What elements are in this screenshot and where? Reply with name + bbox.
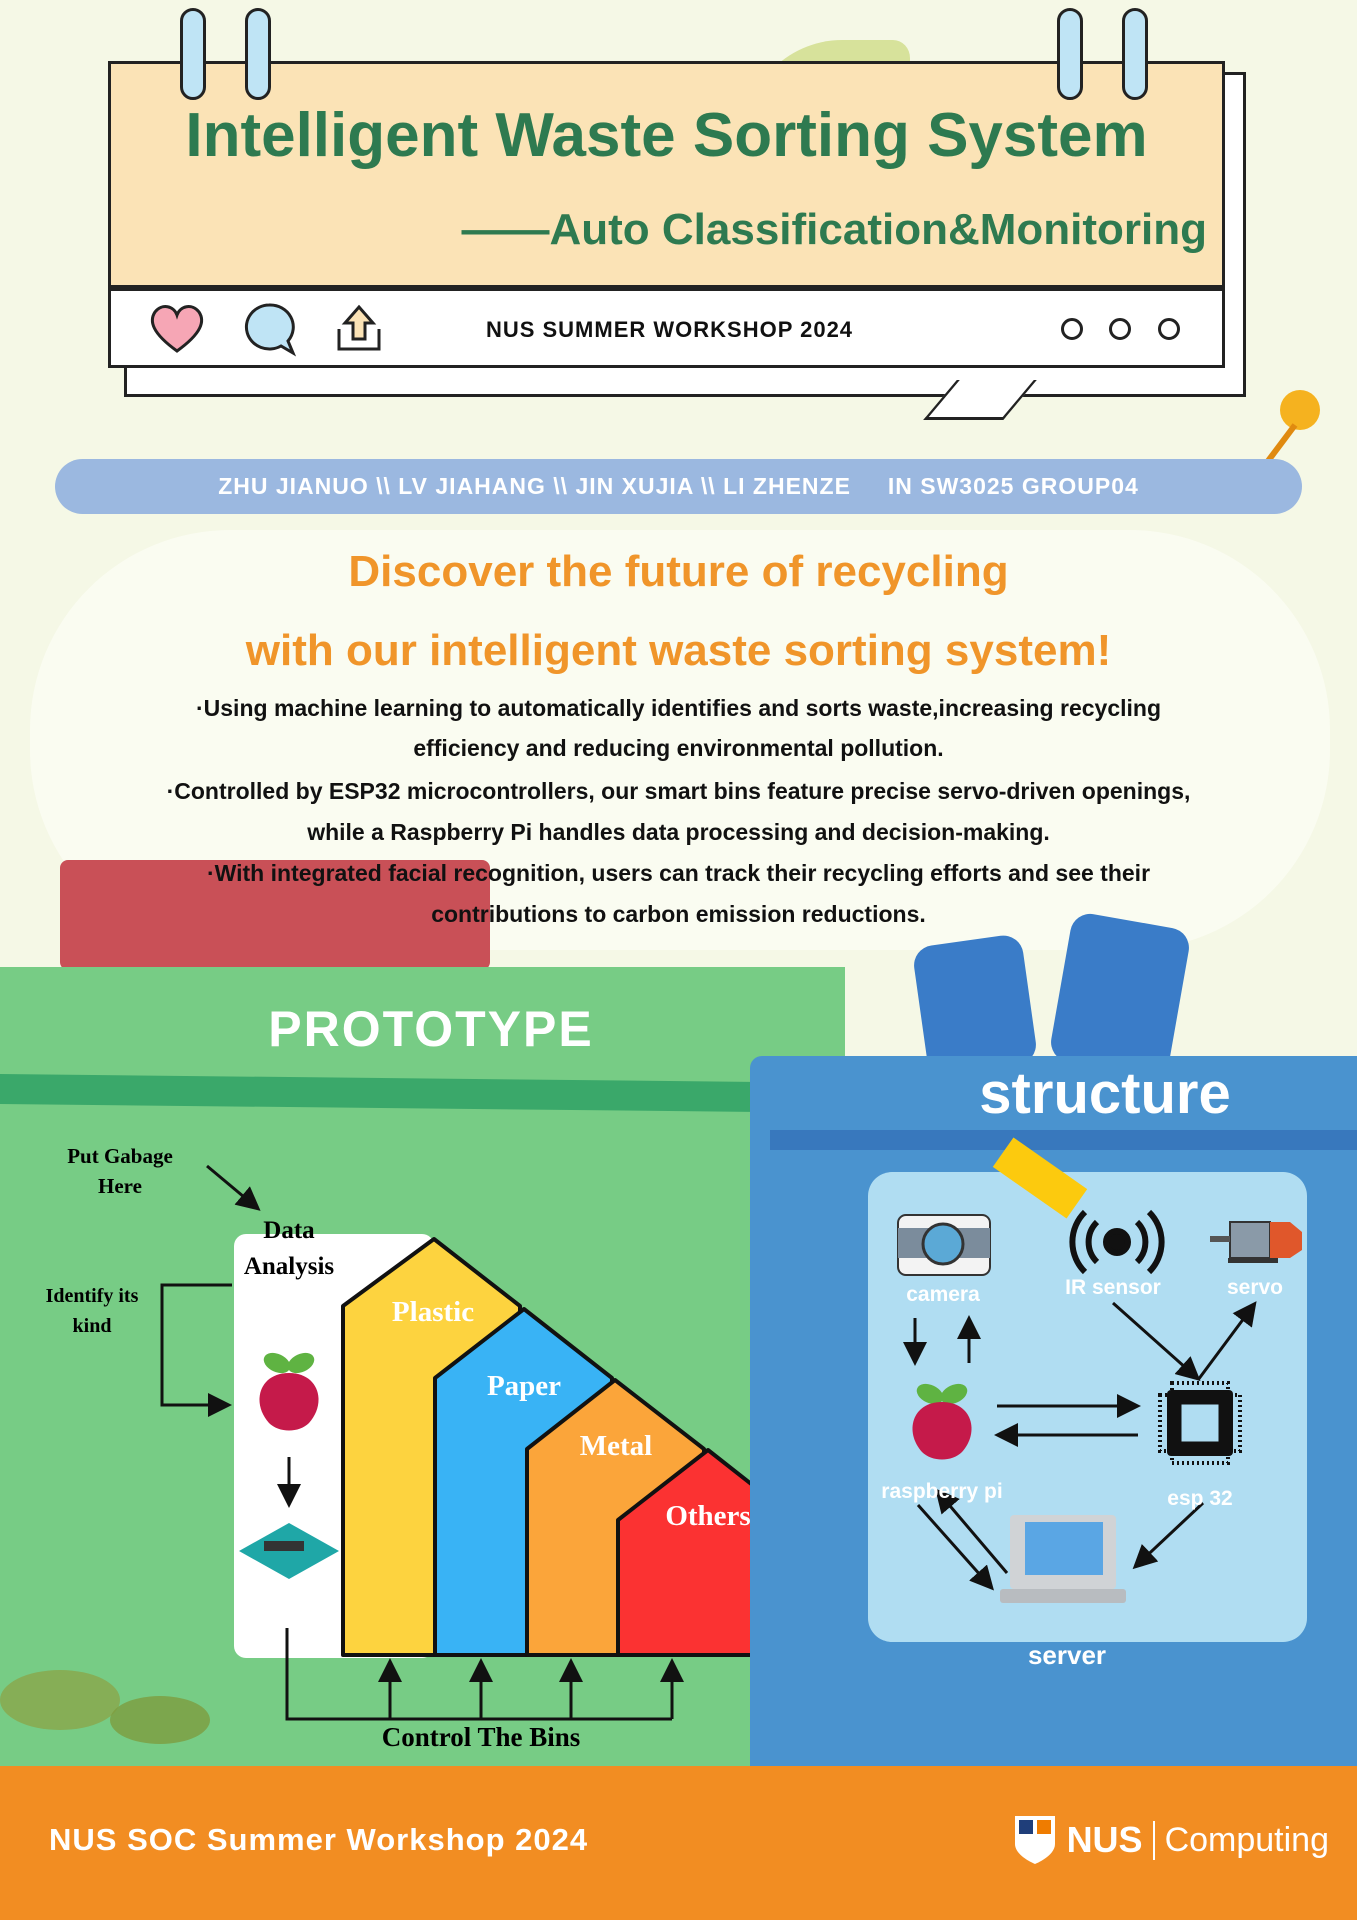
microcontroller-board-icon [239, 1523, 339, 1579]
poster-title: Intelligent Waste Sorting System [185, 101, 1148, 170]
esp32-chip-icon [1158, 1381, 1242, 1465]
bottle-decoration [1047, 910, 1193, 1080]
bullet-text: ·With integrated facial recognition, use… [206, 860, 1151, 886]
nus-crest-icon [1014, 1816, 1055, 1864]
computing-logo-text: Computing [1152, 1820, 1329, 1860]
identify-loop-arrow [160, 1283, 232, 1417]
bin-label: Others [665, 1500, 751, 1532]
raspberry-pi-icon [912, 1383, 972, 1460]
authors-banner: ZHU JIANUO \\ LV JIAHANG \\ JIN XUJIA \\… [55, 459, 1302, 514]
arrow [1112, 1301, 1201, 1381]
more-dot-icon[interactable] [1061, 318, 1083, 340]
footer-text: NUS SOC Summer Workshop 2024 [49, 1822, 589, 1857]
structure-diagram [897, 1209, 1302, 1603]
control-bins-label: Control The Bins [381, 1722, 581, 1752]
nus-logo-text: NUS [1066, 1819, 1143, 1860]
poster-subtitle: ——Auto Classification&Monitoring [461, 205, 1207, 254]
heart-icon[interactable] [147, 301, 207, 355]
bin-label: Plastic [391, 1296, 475, 1328]
plant-decoration [0, 1670, 210, 1744]
ir-sensor-label: IR sensor [1065, 1276, 1161, 1299]
panel-strip [770, 1130, 1357, 1150]
pushpin-icon [1262, 390, 1320, 467]
servo-label: servo [1226, 1276, 1284, 1299]
bin-label: Metal [579, 1430, 653, 1462]
share-icon[interactable] [333, 303, 385, 355]
bin-label: Paper [486, 1370, 562, 1402]
control-line [285, 1628, 672, 1721]
bullet-text: contributions to carbon emission reducti… [431, 901, 926, 927]
arrow [1196, 1301, 1257, 1381]
laptop-icon [1000, 1515, 1126, 1603]
bullet-text: ·Using machine learning to automatically… [196, 695, 1161, 721]
comment-icon[interactable] [241, 301, 297, 357]
footer: NUS SOC Summer Workshop 2024 NUS Computi… [0, 1766, 1357, 1920]
binder-ring [1122, 8, 1148, 100]
bin-decoration [60, 860, 490, 970]
camera-label: camera [906, 1283, 980, 1306]
prototype-title: PROTOTYPE [268, 1001, 594, 1057]
bullet-text: while a Raspberry Pi handles data proces… [307, 819, 1050, 845]
binder-ring [245, 8, 271, 100]
raspberry-pi-label: raspberry pi [881, 1480, 1003, 1503]
raspberry-pi-icon [259, 1352, 319, 1431]
servo-motor-icon [1210, 1221, 1302, 1263]
prototype-diagram [0, 1164, 799, 1744]
ir-sensor-icon [1069, 1209, 1165, 1275]
arrow [206, 1164, 261, 1211]
more-dot-icon[interactable] [1158, 318, 1180, 340]
arrow [935, 1488, 1009, 1574]
headline-line-1: Discover the future of recycling [348, 547, 1009, 596]
esp32-label: esp 32 [1167, 1487, 1233, 1510]
bullet-text: efficiency and reducing environmental po… [413, 735, 944, 761]
arrow [916, 1504, 994, 1591]
bullet-text: ·Controlled by ESP32 microcontrollers, o… [166, 778, 1191, 804]
more-dot-icon[interactable] [1109, 318, 1131, 340]
arrow [1132, 1501, 1205, 1570]
binder-ring [1057, 8, 1083, 100]
header-action-bar: NUS SUMMER WORKSHOP 2024 [108, 288, 1225, 368]
header-card [108, 61, 1225, 288]
binder-ring [180, 8, 206, 100]
headline-line-2: with our intelligent waste sorting syste… [245, 626, 1112, 675]
structure-title: structure [979, 1061, 1231, 1126]
event-label: NUS SUMMER WORKSHOP 2024 [485, 317, 854, 342]
camera-icon [897, 1214, 991, 1276]
server-label: server [1027, 1640, 1107, 1670]
nus-computing-logo: NUS Computing [1013, 1814, 1329, 1866]
